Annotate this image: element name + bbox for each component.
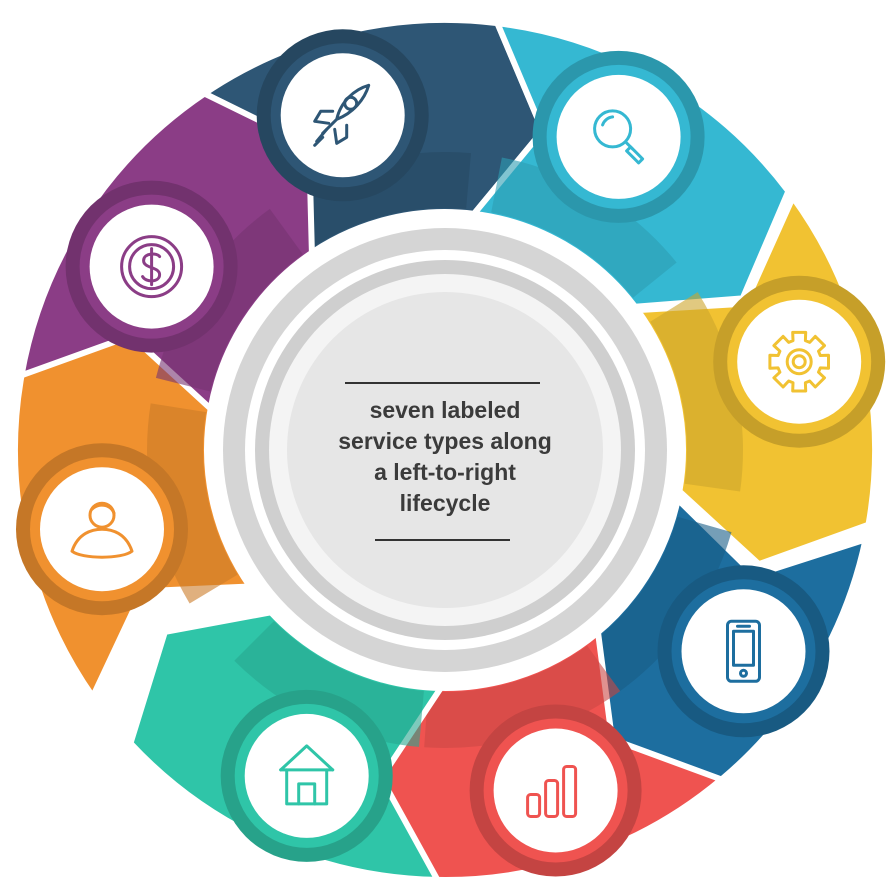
badge-money xyxy=(65,180,238,353)
house-icon xyxy=(279,744,335,806)
magnifier-icon xyxy=(593,109,645,165)
badge-face-mobile xyxy=(681,589,806,714)
segment-shade-mobile xyxy=(580,516,732,698)
badge-face-search xyxy=(556,74,681,199)
badge-analytics xyxy=(469,704,642,877)
gear-icon xyxy=(768,330,831,393)
center-hub xyxy=(223,228,667,672)
center-line-4: lifecycle xyxy=(399,490,491,516)
center-line-2: service types along xyxy=(338,428,552,454)
badge-settings xyxy=(713,275,886,448)
badge-home xyxy=(220,689,393,862)
segment-shade-analytics xyxy=(424,645,621,749)
center-line-3: a left-to-right xyxy=(374,459,516,485)
badge-face-settings xyxy=(737,299,862,424)
center-caption: seven labeled service types along a left… xyxy=(305,395,585,519)
segment-shade-launch xyxy=(274,151,471,252)
badge-face-home xyxy=(244,713,369,838)
phone-icon xyxy=(726,619,761,683)
segment-shade-search xyxy=(491,157,677,298)
dollar-coin-icon xyxy=(120,235,184,299)
badge-launch xyxy=(256,29,429,202)
badge-mobile xyxy=(657,565,830,738)
badge-face-analytics xyxy=(493,728,618,853)
user-icon xyxy=(70,501,134,559)
bar-chart-icon xyxy=(526,765,578,818)
badge-search xyxy=(532,50,705,223)
segment-shade-home xyxy=(234,621,424,747)
badge-person xyxy=(16,443,188,616)
icon-badges xyxy=(16,29,886,877)
rocket-icon xyxy=(313,83,371,147)
center-line-1: seven labeled xyxy=(369,397,521,423)
